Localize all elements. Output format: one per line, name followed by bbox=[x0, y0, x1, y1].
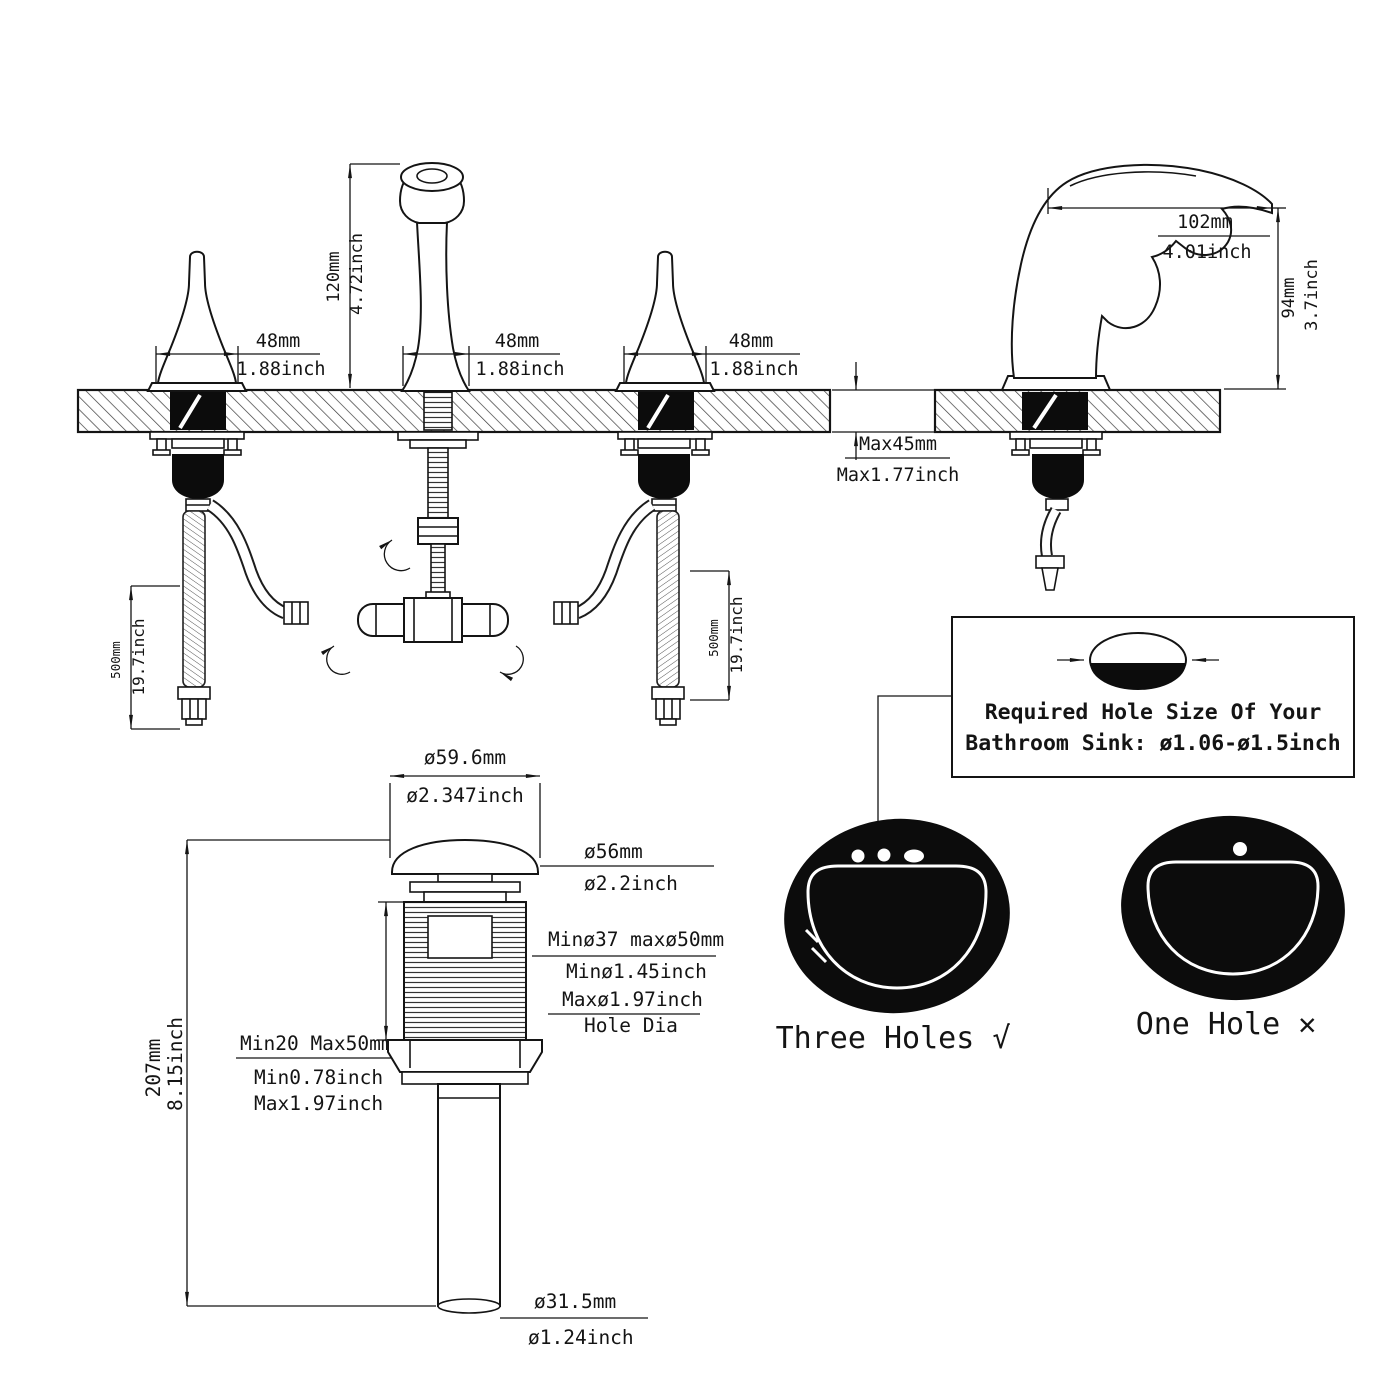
hole-min-in-label: Minø1.45inch bbox=[566, 960, 707, 983]
right-handle-width-mm-label: 48mm bbox=[729, 331, 774, 352]
right-handle bbox=[615, 250, 715, 392]
left-hose-in-label: 19.7inch bbox=[129, 618, 148, 695]
spout-width-in-label: 1.88inch bbox=[475, 359, 564, 380]
dim-side-spout-height: 94mm 3.7inch bbox=[1224, 207, 1322, 390]
tailpipe-diameter-in-label: ø1.24inch bbox=[528, 1326, 634, 1349]
deck-thickness-mm-label: Max45mm bbox=[859, 434, 937, 455]
drain-locknut bbox=[387, 1039, 543, 1073]
rotate-arrow-icon bbox=[379, 539, 411, 572]
cap-diameter-mm-label: ø59.6mm bbox=[424, 746, 506, 769]
drain-height-mm-label: 207mm bbox=[142, 1039, 165, 1098]
dim-spout-reach: 102mm 4.01inch bbox=[1047, 188, 1271, 263]
side-height-in-label: 3.7inch bbox=[1302, 259, 1322, 331]
dim-deck-thickness: Max45mm Max1.77inch bbox=[832, 362, 959, 486]
flange-diameter-mm-label: ø56mm bbox=[584, 840, 643, 863]
center-shank-assembly bbox=[320, 391, 524, 682]
left-hose-mm-label: 500mm bbox=[108, 641, 123, 679]
front-view: 120mm 4.72inch 48mm 1.88inch 48mm 1.88in… bbox=[76, 162, 959, 730]
side-view: 102mm 4.01inch 94mm 3.7inch bbox=[933, 163, 1322, 591]
cap-diameter-in-label: ø2.347inch bbox=[406, 784, 523, 807]
tailpipe-diameter-mm-label: ø31.5mm bbox=[534, 1290, 616, 1313]
drain-tailpipe bbox=[437, 1083, 501, 1307]
hole-range-mm-label: Minø37 maxø50mm bbox=[548, 928, 724, 951]
left-under-assembly bbox=[150, 432, 308, 725]
side-under-assembly bbox=[1009, 431, 1103, 591]
sink-hole bbox=[1233, 842, 1247, 856]
popup-cap bbox=[391, 838, 539, 903]
three-holes-label: Three Holes √ bbox=[776, 1021, 1011, 1056]
hole-size-note: Required Hole Size Of Your Bathroom Sink… bbox=[951, 616, 1355, 778]
spout-height-mm-label: 120mm bbox=[324, 251, 344, 302]
overflow-window bbox=[427, 915, 493, 959]
hole-dia-label: Hole Dia bbox=[584, 1014, 678, 1037]
right-hose-in-label: 19.7inch bbox=[727, 596, 746, 673]
rotate-arrow-icon bbox=[320, 645, 351, 675]
hole-note-line1: Required Hole Size Of Your bbox=[985, 700, 1322, 725]
dim-left-handle-width: 48mm 1.88inch bbox=[155, 331, 326, 382]
spout-front bbox=[398, 162, 471, 392]
one-hole-sink: One Hole ✕ bbox=[1121, 815, 1345, 1042]
flange-diameter-in-label: ø2.2inch bbox=[584, 872, 678, 895]
drain-washer bbox=[401, 1071, 529, 1085]
three-hole-sink: Three Holes √ bbox=[776, 818, 1011, 1056]
side-height-mm-label: 94mm bbox=[1279, 278, 1299, 319]
spout-side bbox=[1000, 163, 1273, 391]
hole-note-line2: Bathroom Sink: ø1.06-ø1.5inch bbox=[965, 731, 1340, 756]
note-connector-line bbox=[877, 695, 952, 822]
sink-hole bbox=[877, 848, 891, 862]
sink-hole bbox=[904, 849, 924, 863]
dim-right-hose-length: 500mm 19.7inch bbox=[690, 570, 746, 701]
deck-thickness-in-label: Max1.77inch bbox=[837, 465, 960, 486]
sink-hole bbox=[851, 849, 865, 863]
spout-reach-in-label: 4.01inch bbox=[1162, 242, 1251, 263]
rotate-arrow-icon bbox=[499, 645, 524, 682]
hole-max-in-label: Maxø1.97inch bbox=[562, 988, 703, 1011]
spout-width-mm-label: 48mm bbox=[495, 331, 540, 352]
spout-reach-mm-label: 102mm bbox=[1177, 212, 1233, 233]
left-handle-width-in-label: 1.88inch bbox=[236, 359, 325, 380]
one-hole-label: One Hole ✕ bbox=[1136, 1007, 1317, 1042]
left-handle-width-mm-label: 48mm bbox=[256, 331, 301, 352]
left-handle bbox=[147, 250, 247, 392]
drain-assembly: ø59.6mm ø2.347inch ø56mm ø2.2inch Minø37… bbox=[142, 746, 724, 1349]
dim-drain-height: 207mm 8.15inch bbox=[142, 839, 436, 1307]
spout-height-in-label: 4.72inch bbox=[347, 233, 367, 315]
right-under-assembly bbox=[554, 432, 712, 725]
right-handle-width-in-label: 1.88inch bbox=[709, 359, 798, 380]
drain-height-in-label: 8.15inch bbox=[164, 1017, 187, 1111]
deck-max-in-label: Max1.97inch bbox=[254, 1092, 383, 1115]
dim-spout-height: 120mm 4.72inch bbox=[324, 163, 400, 388]
deck-range-mm-label: Min20 Max50mm bbox=[240, 1032, 393, 1055]
dim-left-hose-length: 500mm 19.7inch bbox=[108, 585, 180, 730]
dim-spout-width: 48mm 1.88inch bbox=[402, 331, 565, 386]
right-hose-mm-label: 500mm bbox=[706, 619, 721, 657]
deck-min-in-label: Min0.78inch bbox=[254, 1066, 383, 1089]
dim-right-handle-width: 48mm 1.88inch bbox=[623, 331, 800, 382]
